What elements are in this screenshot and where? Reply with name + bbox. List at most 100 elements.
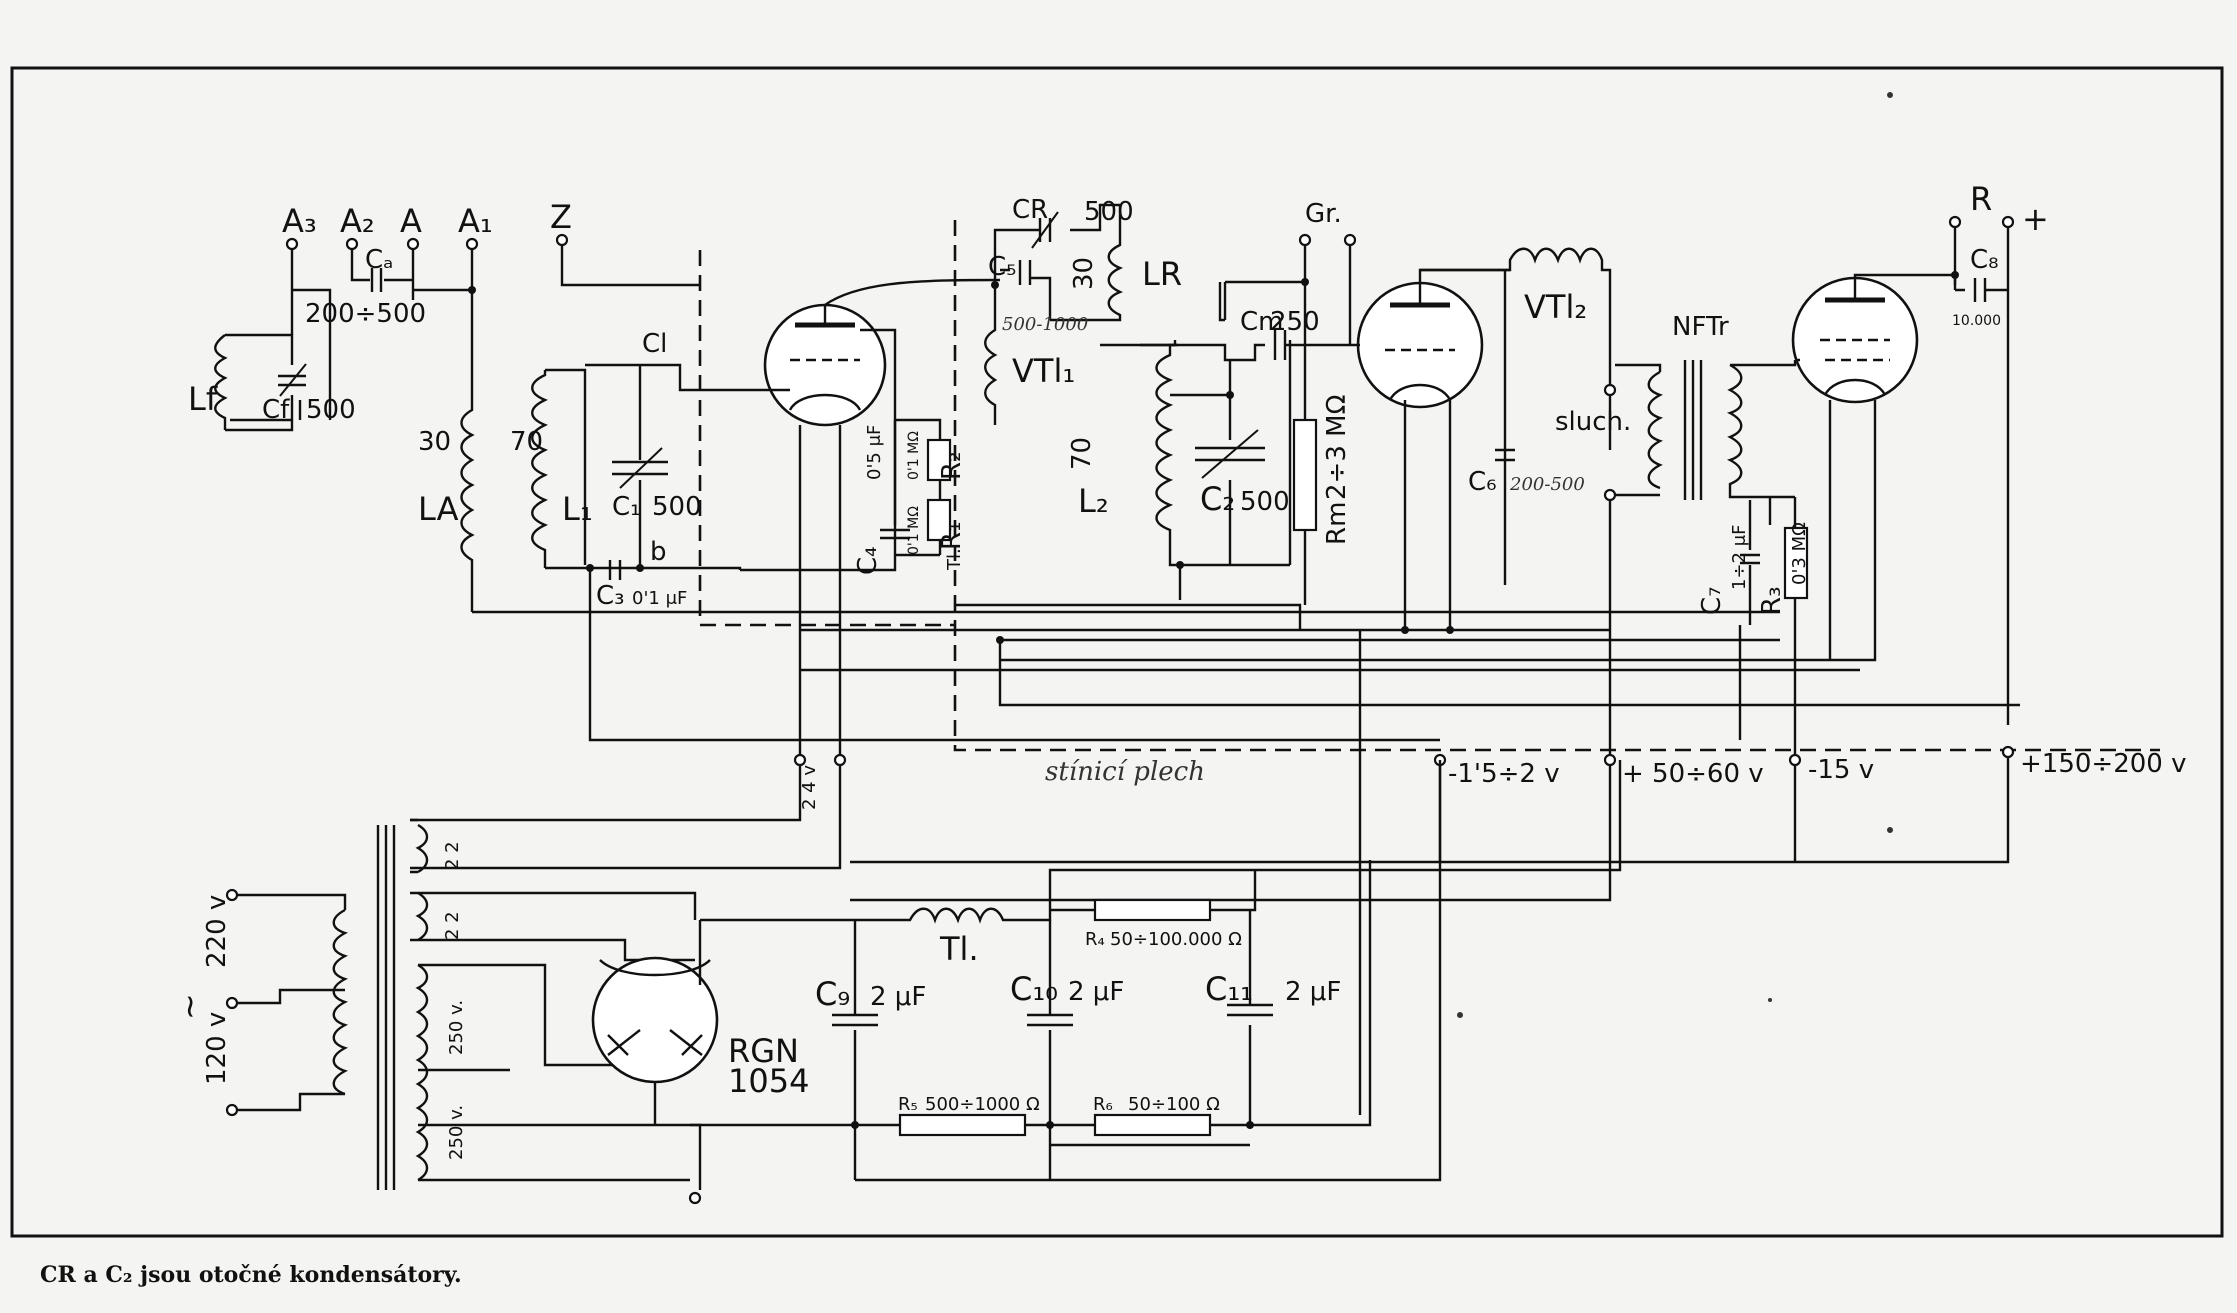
vti2-label: VTl₂: [1524, 288, 1587, 326]
power-transformer: 220 v 120 v ~ 2 2 2 2 250 v. 250 v.: [170, 818, 702, 1205]
bus-lines: [472, 500, 2020, 760]
rm-resistor: [1292, 418, 1318, 532]
a1-terminal: [465, 237, 479, 251]
rect-label: RGN: [728, 1032, 799, 1070]
l1-label: L₁: [562, 490, 593, 528]
l2-turns: 70: [1067, 437, 1097, 470]
r2-resistor: [926, 438, 952, 482]
c11-label: C₁₁: [1205, 970, 1253, 1008]
r4-resistor: [1093, 898, 1212, 922]
nft-label: NFTr: [1672, 312, 1729, 342]
c3-value: 0'1 μF: [632, 588, 687, 609]
l1-turns: 70: [510, 427, 543, 457]
c5-label: C₅: [988, 252, 1017, 282]
lr-label: LR: [1142, 255, 1182, 293]
rm-label: Rm: [1322, 502, 1352, 545]
c10-label: C₁₀: [1010, 970, 1058, 1008]
r6-value: 50÷100 Ω: [1128, 1094, 1220, 1115]
r1-resistor: [926, 498, 952, 542]
r3-label: R₃: [1757, 587, 1787, 616]
rectifier-tube: RGN 1054: [591, 920, 809, 1125]
c7-value: 1÷2 μF: [1729, 524, 1750, 590]
rect-num-label: 1054: [728, 1062, 809, 1100]
c10-value: 2 μF: [1068, 977, 1124, 1007]
plus-terminal-label: +: [2022, 200, 2049, 238]
r5-value: 500÷1000 Ω: [925, 1094, 1040, 1115]
c1-value: 500: [652, 492, 702, 522]
sec1-label: 2 2: [442, 841, 463, 870]
la-label: LA: [418, 490, 459, 528]
r4-label: R₄: [1085, 929, 1105, 950]
sec3-label: 250 v.: [446, 1000, 467, 1055]
cm-label: Cm: [1240, 307, 1283, 337]
a-label: A: [400, 202, 422, 240]
stage1-circuit: 30 LA 70 L₁ C₁ 500 Cl b C₃ 0'1 μF: [418, 329, 770, 612]
c6-value: 200-500: [1509, 474, 1585, 495]
r2-value: 0'1 MΩ: [906, 431, 922, 480]
cl-label: Cl: [642, 329, 667, 359]
cr-label: CR: [1012, 195, 1048, 225]
cr-value: 500: [1084, 197, 1134, 227]
c2-label: C₂: [1200, 480, 1235, 518]
a3-terminal: [285, 237, 299, 251]
ca-label: Cₐ: [365, 245, 393, 275]
l2-label: L₂: [1078, 482, 1109, 520]
c11-value: 2 μF: [1285, 977, 1341, 1007]
r5-resistor: [898, 1113, 1027, 1137]
supply-terminals: 2 4 v -1'5÷2 v + 50÷60 v -15 v +150÷200 …: [410, 630, 2186, 1115]
vti2-circuit: VTl₂ C₆ 200-500: [1420, 247, 1612, 497]
r1-label: R₁: [937, 522, 967, 551]
gr-label: Gr.: [1305, 199, 1342, 229]
filter-circuit: Lf Cf 500: [188, 333, 356, 432]
r6-resistor: [1093, 1113, 1212, 1137]
detector-circuit: 0'5 μF C₄ 0'1 MΩ R₂ 0'1 MΩ R₁ Tl.: [853, 418, 967, 575]
la-turns: 30: [418, 427, 451, 457]
shield: stínicí plech: [698, 220, 2160, 787]
sec4-label: 250 v.: [446, 1105, 467, 1160]
r1-value: 0'1 MΩ: [906, 506, 922, 555]
sluch-label: sluch.: [1555, 407, 1631, 437]
c9-label: C₉: [815, 975, 850, 1013]
c3-label: C₃: [596, 581, 625, 611]
shield-label: stínicí plech: [1045, 757, 1205, 787]
grid-bias: Gr. Rm 2÷3 MΩ: [1218, 199, 1357, 605]
v4-label: +150÷200 v: [2020, 749, 2186, 779]
antenna-section: A₃ A₂ A A₁ Z Cₐ 200÷500: [230, 198, 700, 422]
v1-label: -1'5÷2 v: [1448, 759, 1560, 789]
b-label: b: [650, 537, 667, 567]
output-stage: sluch. NFTr C₇ 1÷2 μF R₃ 0'3 MΩ R + C₈ 1…: [1555, 180, 2049, 725]
cf-value: 500: [306, 395, 356, 425]
a1-label: A₁: [458, 202, 493, 240]
c1-label: C₁: [612, 492, 641, 522]
heater-label: 2 4 v: [799, 765, 820, 810]
tube-1: [740, 278, 1001, 620]
c4-value: 0'5 μF: [864, 425, 885, 480]
diagram-frame: [10, 66, 2224, 1238]
c2-value: 500: [1240, 487, 1290, 517]
vti1-label: VTl₁: [1012, 352, 1075, 390]
v120-label: 120 v: [202, 1012, 232, 1085]
c4-label: C₄: [853, 546, 883, 575]
stage2-circuit: 70 L₂ C₂ 500 Cm 250: [1067, 307, 1350, 600]
v2-label: + 50÷60 v: [1622, 759, 1764, 789]
rectifier-envelope: [591, 956, 719, 1084]
c8-value: 10.000: [1952, 313, 2001, 329]
c7-label: C₇: [1697, 586, 1727, 615]
rm-value: 2÷3 MΩ: [1322, 395, 1352, 500]
mains-tilde: ~: [170, 993, 208, 1020]
sec2-label: 2 2: [442, 911, 463, 940]
v220-label: 220 v: [202, 895, 232, 968]
r4-value: 50÷100.000 Ω: [1110, 929, 1242, 950]
r3-value: 0'3 MΩ: [1789, 522, 1810, 585]
v3-label: -15 v: [1808, 755, 1874, 785]
r6-label: R₆: [1093, 1094, 1113, 1115]
r2-label: R₂: [937, 452, 967, 481]
z-label: Z: [550, 198, 572, 236]
cm-value: 250: [1270, 307, 1320, 337]
c6-label: C₆: [1468, 467, 1497, 497]
lr-turns: 30: [1069, 257, 1099, 290]
reaction-circuit: CR 500 LR 30 C₅ 500-1000 VTl₁: [984, 195, 1182, 425]
a2-terminal: [345, 237, 359, 251]
a-terminal: [406, 237, 420, 251]
